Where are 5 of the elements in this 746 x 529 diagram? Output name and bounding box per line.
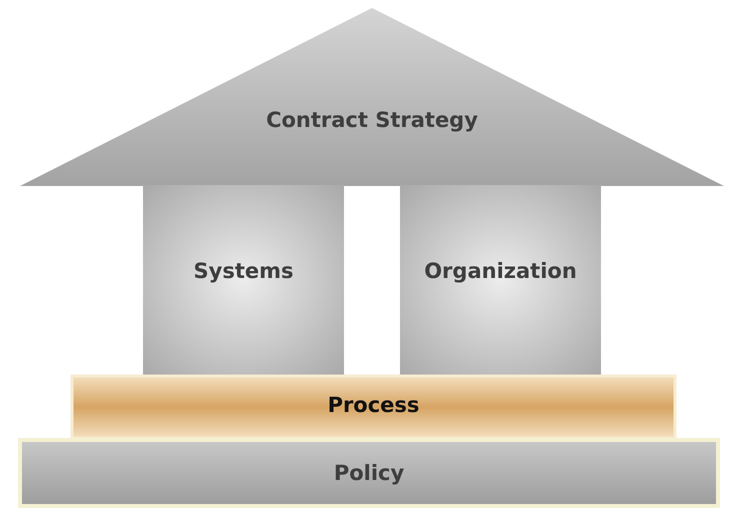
section-label: Systems xyxy=(192,259,294,283)
section-label: Process xyxy=(326,393,420,417)
section-label: Organization xyxy=(423,259,578,283)
section-label: Contract Strategy xyxy=(265,108,479,132)
section-label: Policy xyxy=(332,461,406,485)
